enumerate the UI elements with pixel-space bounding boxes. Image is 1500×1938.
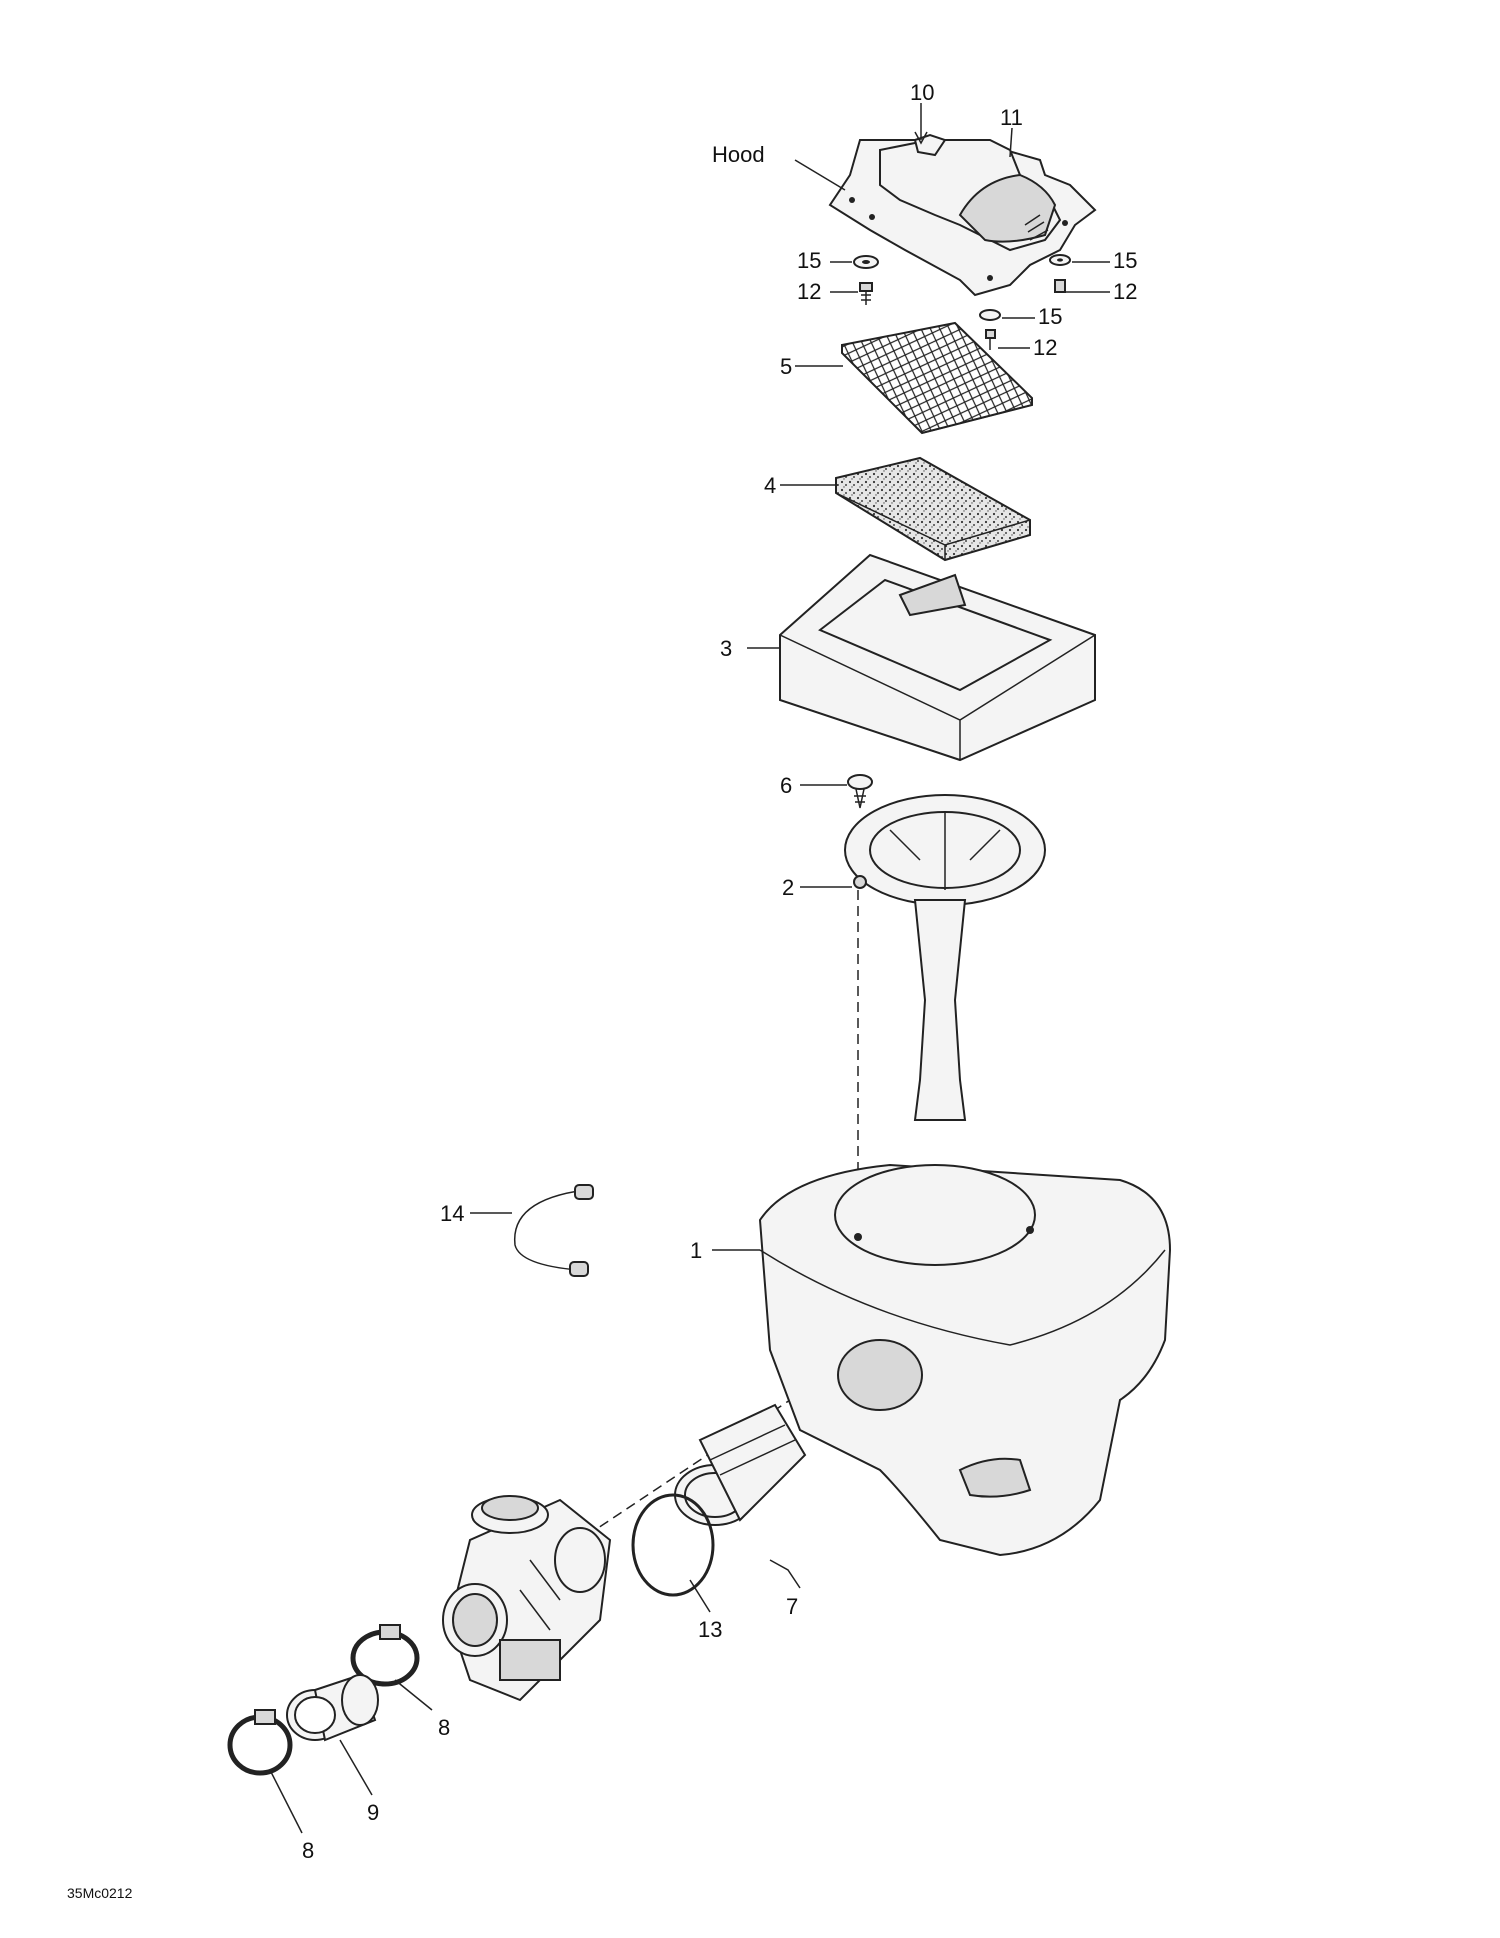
carburetor-part xyxy=(442,1495,612,1702)
callout-12-mid: 12 xyxy=(1033,335,1057,360)
callout-15-mid: 15 xyxy=(1038,304,1062,329)
screw-right xyxy=(1054,279,1066,293)
callout-12-right: 12 xyxy=(1113,279,1137,304)
drawing-code: 35Mc0212 xyxy=(67,1885,133,1901)
strap-clip-part xyxy=(514,1184,594,1277)
screw-mid xyxy=(985,329,996,350)
callout-15-right: 15 xyxy=(1113,248,1137,273)
air-box-part xyxy=(758,1163,1172,1557)
washer-left xyxy=(853,255,879,269)
callout-4: 4 xyxy=(764,473,776,498)
adaptor-part xyxy=(286,1673,379,1742)
mesh-screen-part xyxy=(841,321,1033,435)
hood-part xyxy=(828,133,1097,297)
clip-part xyxy=(847,774,873,809)
callout-8-upper: 8 xyxy=(438,1715,450,1740)
hose-clamp-lower-part xyxy=(227,1709,293,1776)
filter-housing-part xyxy=(779,553,1096,762)
callout-13: 13 xyxy=(698,1617,722,1642)
alignment-line-diagonal xyxy=(519,1379,821,1581)
hose-clamp-upper-part xyxy=(350,1624,420,1687)
callout-8-lower: 8 xyxy=(302,1838,314,1863)
callout-10: 10 xyxy=(910,80,934,105)
callout-12-left: 12 xyxy=(797,279,821,304)
washer-right xyxy=(1049,254,1071,266)
callout-14: 14 xyxy=(440,1201,464,1226)
intake-tube-part xyxy=(844,794,1046,1121)
callout-1: 1 xyxy=(690,1238,702,1263)
callout-2: 2 xyxy=(782,875,794,900)
callout-3: 3 xyxy=(720,636,732,661)
callout-15-left: 15 xyxy=(797,248,821,273)
ring-clip-part xyxy=(631,1493,715,1597)
callout-7: 7 xyxy=(786,1594,798,1619)
rubber-adaptor-part xyxy=(674,1403,807,1526)
callout-hood: Hood xyxy=(712,142,765,167)
callout-9: 9 xyxy=(367,1800,379,1825)
callout-11: 11 xyxy=(1000,105,1023,130)
foam-filter-part xyxy=(835,456,1031,562)
callout-5: 5 xyxy=(780,354,792,379)
callout-6: 6 xyxy=(780,773,792,798)
washer-mid xyxy=(979,309,1001,321)
screw-left xyxy=(859,282,873,305)
leader-lines xyxy=(269,103,1110,1834)
